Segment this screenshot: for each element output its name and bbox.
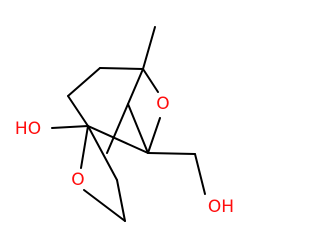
bond-to-oxygen: [142, 68, 159, 93]
ring-oxygen-bottom-label: O: [71, 170, 84, 190]
bond: [67, 67, 101, 97]
bond-to-oxygen: [80, 125, 89, 169]
bond-to-oxygen: [83, 189, 126, 222]
bond: [87, 125, 149, 154]
bond: [127, 103, 149, 154]
bond: [147, 152, 196, 155]
bond: [87, 125, 118, 181]
bond: [99, 67, 144, 70]
bond: [142, 26, 156, 70]
hydroxyl-right-label: OH: [208, 197, 234, 217]
bond: [106, 103, 129, 154]
ring-oxygen-right-label: O: [156, 94, 169, 114]
hydroxyl-left-label: HO: [15, 119, 41, 139]
bond: [127, 68, 144, 105]
molecule-diagram: O O HO OH: [15, 26, 234, 222]
bond: [116, 179, 126, 222]
bond-to-oxygen: [147, 117, 161, 154]
bond-to-hydroxyl: [194, 153, 206, 195]
structure-canvas: O O HO OH: [14, 26, 235, 222]
bond-to-hydroxyl: [51, 125, 89, 129]
bond: [67, 95, 89, 127]
